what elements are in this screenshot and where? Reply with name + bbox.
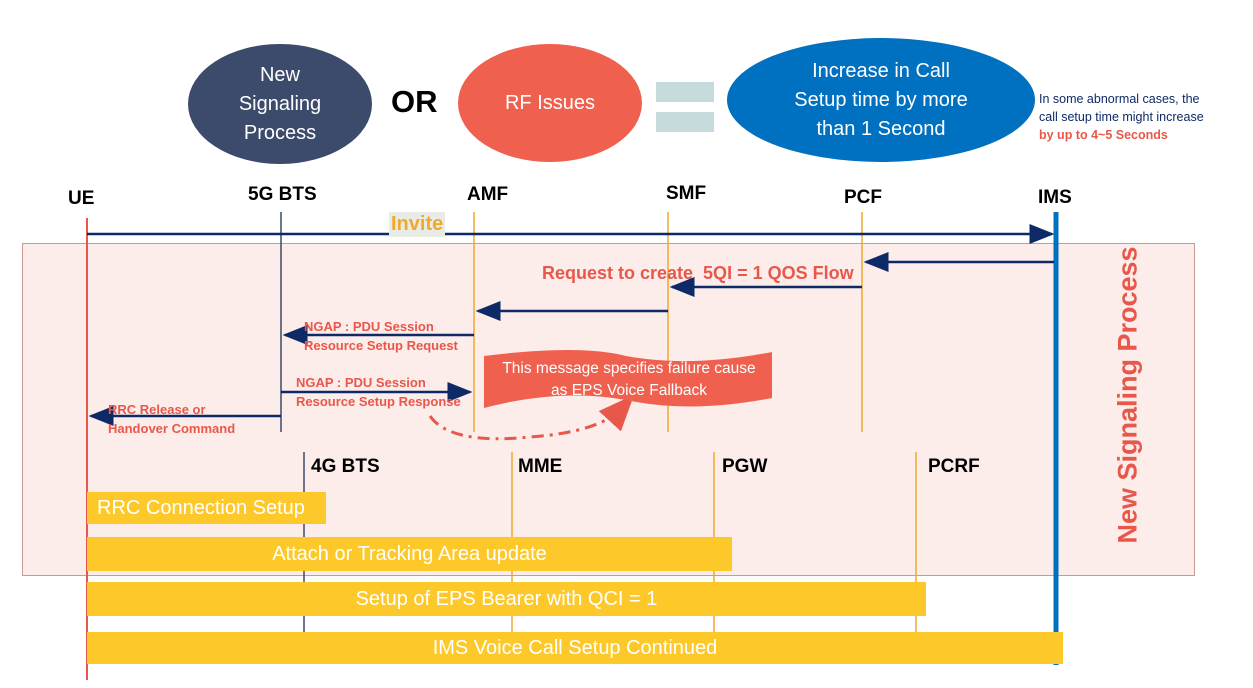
rrc-release-label: RRC Release or Handover Command xyxy=(108,402,236,436)
ims-continued-text: IMS Voice Call Setup Continued xyxy=(432,636,718,659)
note-line-3: by up to 4~5 Seconds xyxy=(1039,128,1168,142)
note-line-1: In some abnormal cases, the xyxy=(1039,92,1200,106)
rrc-connection-setup-bar: RRC Connection Setup xyxy=(87,492,326,524)
ims-continued-bar: IMS Voice Call Setup Continued xyxy=(87,632,1063,664)
pgw-label: PGW xyxy=(722,456,768,477)
bts5g-label: 5G BTS xyxy=(248,184,317,205)
new-signaling-text: New Signaling Process xyxy=(238,63,322,144)
callout-banner xyxy=(484,350,772,408)
attach-bar: Attach or Tracking Area update xyxy=(87,537,732,571)
ngap-request-label: NGAP : PDU Session Resource Setup Reques… xyxy=(304,319,458,353)
mme-label: MME xyxy=(518,456,563,477)
amf-label: AMF xyxy=(467,184,509,205)
request-qos-label: Request to create 5QI = 1 QOS Flow xyxy=(542,263,854,283)
ngap-response-label: NGAP : PDU Session Resource Setup Respon… xyxy=(296,375,461,409)
rf-issues-ellipse: RF Issues xyxy=(458,44,642,162)
note-line-2: call setup time might increase xyxy=(1039,110,1204,124)
eps-bearer-bar: Setup of EPS Bearer with QCI = 1 xyxy=(87,582,926,616)
or-label: OR xyxy=(391,84,438,119)
new-signaling-ellipse: New Signaling Process xyxy=(188,44,372,164)
equals-sign-bottom xyxy=(656,112,714,132)
smf-label: SMF xyxy=(666,183,707,204)
ims-label: IMS xyxy=(1038,187,1072,208)
new-signaling-process-label: New Signaling Process xyxy=(1112,246,1143,544)
attach-text: Attach or Tracking Area update xyxy=(272,542,547,565)
pcrf-label: PCRF xyxy=(928,456,980,477)
callout-text: This message specifies failure cause as … xyxy=(502,360,756,399)
rf-issues-text: RF Issues xyxy=(504,91,596,114)
callout-curve-arrow xyxy=(428,394,635,441)
rrc-connection-setup-text: RRC Connection Setup xyxy=(97,496,305,519)
equals-sign-top xyxy=(656,82,714,102)
bts4g-label: 4G BTS xyxy=(311,456,380,477)
ue-label: UE xyxy=(68,188,95,209)
pcf-label: PCF xyxy=(844,187,882,208)
call-setup-text: Increase in Call Setup time by more than… xyxy=(794,59,968,140)
call-setup-ellipse: Increase in Call Setup time by more than… xyxy=(727,38,1035,162)
abnormal-note: In some abnormal cases, the call setup t… xyxy=(1039,90,1204,144)
eps-bearer-text: Setup of EPS Bearer with QCI = 1 xyxy=(355,587,658,610)
invite-label: Invite xyxy=(389,212,446,237)
